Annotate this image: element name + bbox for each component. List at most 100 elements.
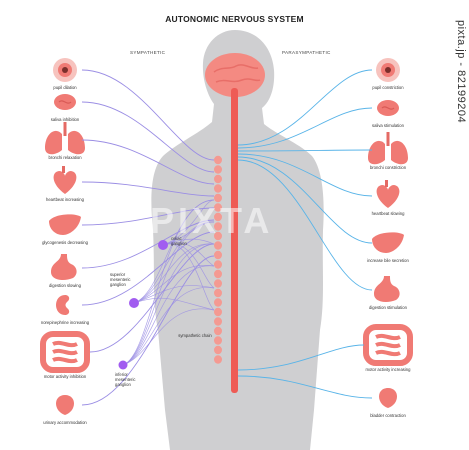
parasympathetic-organ-label: increase bile secretion — [367, 258, 409, 263]
sympathetic-chain-node — [214, 184, 222, 193]
eye-pupil — [385, 67, 391, 73]
parasympathetic-organ-label: motor activity increasing — [365, 367, 411, 372]
lungs-icon — [45, 122, 85, 155]
heart — [376, 185, 400, 208]
parasympathetic-nerve — [237, 149, 373, 152]
parasympathetic-nerve — [237, 159, 373, 291]
bladder-icon — [56, 395, 74, 415]
eye-pupil — [62, 67, 68, 73]
gland-duct — [381, 106, 395, 110]
sympathetic-nerve — [81, 255, 215, 406]
diagram-title: AUTONOMIC NERVOUS SYSTEM — [165, 14, 304, 24]
parasympathetic-nerve — [237, 156, 373, 244]
left-lung — [368, 136, 385, 165]
sympathetic-chain-node — [214, 212, 222, 222]
ganglion-fiber — [122, 287, 215, 366]
ganglion-fiber — [133, 285, 215, 304]
sympathetic-chain-node — [214, 326, 222, 336]
trachea — [63, 122, 67, 136]
sympathetic-chain-node — [214, 288, 222, 298]
stock-id-text: pixta.jp - 82199204 — [455, 20, 467, 124]
liver-icon — [372, 232, 404, 253]
parasympathetic-organ-label: saliva stimulation — [372, 123, 404, 128]
parasympathetic-organ-label: bronchi constriction — [369, 165, 407, 170]
sympathetic-organ-label: motor activity inhibition — [43, 374, 87, 379]
large-intestine — [363, 324, 413, 366]
kidney-icon — [56, 295, 70, 315]
parasympathetic-nerve — [237, 69, 373, 146]
large-intestine — [40, 331, 90, 373]
trachea — [386, 132, 390, 146]
ganglion-fiber — [133, 297, 215, 311]
salivary-gland-icon — [377, 100, 399, 116]
celiac-ganglion-label: celiac ganglion — [171, 236, 187, 246]
sympathetic-organ-label: pupil dilation — [53, 85, 77, 90]
stomach — [51, 254, 77, 280]
left-lung — [45, 126, 62, 155]
kidney — [56, 295, 70, 315]
sympathetic-organ-label: urinary accommodation — [43, 420, 87, 425]
liver — [49, 214, 81, 235]
sympathetic-chain-node — [214, 165, 222, 174]
sympathetic-nerve — [81, 219, 215, 269]
sympathetic-chain-node — [214, 231, 222, 241]
inferior-ganglion-label: inferior mesenteric ganglion — [115, 372, 136, 387]
brain-folds — [213, 64, 261, 83]
inferior-ganglion — [118, 360, 128, 370]
parasympathetic-nerve — [237, 153, 373, 197]
sympathetic-chain-node — [214, 174, 222, 184]
sympathetic-chain-node — [214, 203, 222, 212]
salivary-gland-icon — [54, 94, 76, 110]
sympathetic-organ-label: digestion slowing — [49, 283, 81, 288]
ganglion-fiber — [122, 199, 215, 366]
sympathetic-chain-node — [214, 269, 222, 279]
bladder — [379, 388, 397, 408]
right-lung — [68, 126, 85, 155]
superior-ganglion — [129, 298, 139, 308]
ganglion-fiber — [122, 308, 215, 366]
sympathetic-chain-node — [214, 336, 222, 345]
sympathetic-nerve — [81, 181, 215, 197]
gland-duct — [58, 100, 72, 104]
parasympathetic-organ-label: heartbeat slowing — [371, 211, 405, 216]
ganglion-fiber — [122, 265, 215, 366]
parasympathetic-organ-label: digestion stimulation — [369, 305, 407, 310]
sympathetic-chain-node — [214, 345, 222, 355]
liver — [372, 232, 404, 253]
sympathetic-nerve — [81, 101, 215, 173]
sympathetic-chain-node — [214, 155, 222, 165]
sympathetic-chain-node — [214, 193, 222, 203]
ganglion-fiber — [162, 243, 215, 289]
superior-ganglion-label: superior mesenteric ganglion — [110, 272, 131, 287]
sympathetic-nerve — [81, 69, 215, 161]
sympathetic-chain-node — [214, 307, 222, 317]
parasympathetic-nerve — [237, 107, 373, 149]
ganglion-fiber — [122, 221, 215, 366]
parasympathetic-organ-label: pupil constriction — [372, 85, 404, 90]
aorta — [385, 180, 388, 187]
eye-icon — [53, 58, 77, 82]
aorta — [62, 166, 65, 173]
celiac-ganglion — [158, 240, 168, 250]
small-intestine — [375, 333, 401, 357]
sympathetic-chain-node — [214, 317, 222, 326]
bladder-icon — [379, 388, 397, 408]
heart-icon — [376, 180, 400, 208]
heart-icon — [53, 166, 77, 194]
right-lung — [391, 136, 408, 165]
lungs-icon — [368, 132, 408, 165]
sympathetic-nerve — [81, 139, 215, 185]
liver-icon — [49, 214, 81, 235]
sympathetic-chain-node — [214, 241, 222, 250]
sympathetic-nerve — [81, 207, 215, 226]
sympathetic-heading: SYMPATHETIC — [130, 50, 166, 55]
small-intestine — [52, 340, 78, 364]
ganglion-fiber — [162, 199, 215, 246]
watermark: PIXTA — [150, 200, 274, 241]
spinal-cord — [231, 88, 238, 393]
stomach-icon — [51, 254, 77, 280]
brain — [205, 53, 265, 97]
sympathetic-chain-node — [214, 260, 222, 269]
parasympathetic-organ-label: bladder contraction — [370, 413, 406, 418]
